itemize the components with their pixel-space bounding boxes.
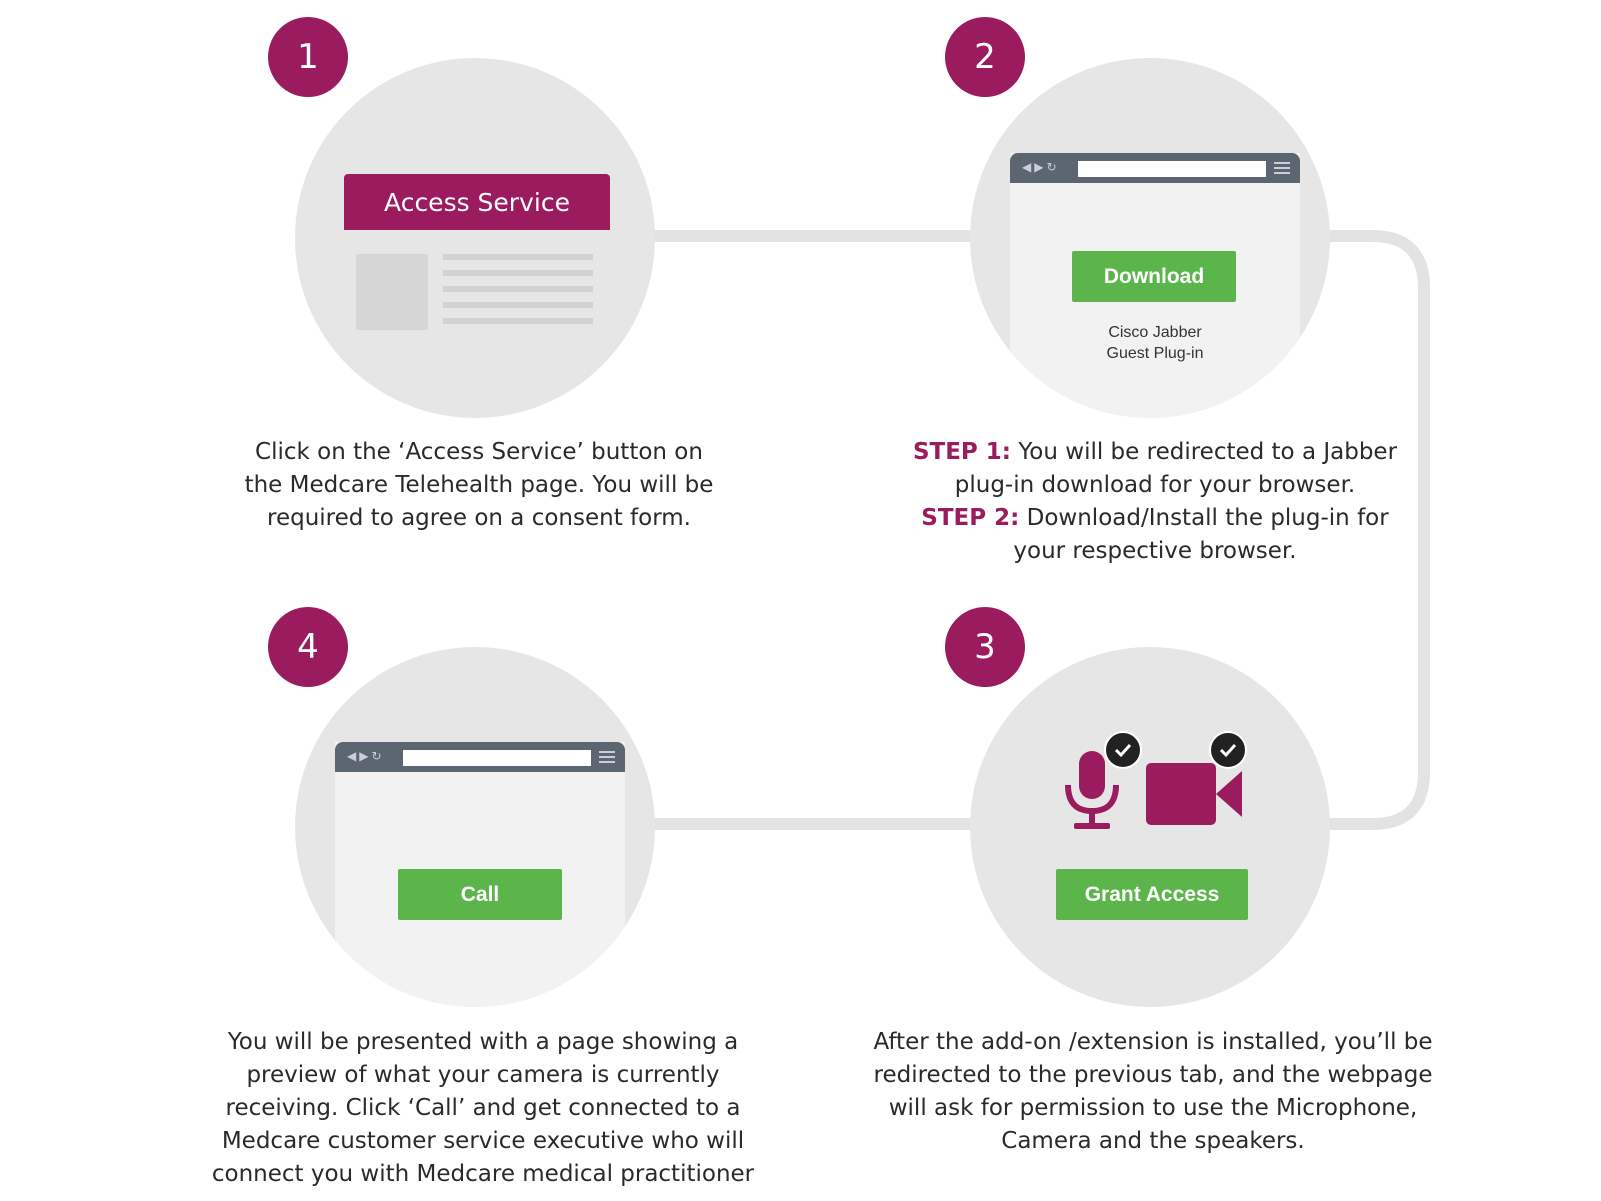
text-line-placeholder bbox=[443, 302, 593, 308]
step-4-circle: ◀▶↻ Call bbox=[295, 647, 655, 1007]
address-bar bbox=[1078, 161, 1266, 177]
text-line-placeholder bbox=[443, 270, 593, 276]
step-3-description: After the add-on /extension is installed… bbox=[873, 1029, 1433, 1154]
plugin-caption: Cisco Jabber Guest Plug-in bbox=[1055, 322, 1255, 364]
step-2-sub-2-text: Download/Install the plug-in for your re… bbox=[1013, 505, 1389, 564]
microphone-checkmark-icon bbox=[1104, 731, 1142, 769]
step-4-badge: 4 bbox=[268, 607, 348, 687]
step-4-description: You will be presented with a page showin… bbox=[211, 1029, 755, 1187]
browser-toolbar: ◀▶↻ bbox=[1010, 153, 1300, 183]
step-2-sub-2-label: STEP 2: bbox=[921, 505, 1020, 531]
text-line-placeholder bbox=[443, 318, 593, 324]
step-1-circle: Access Service bbox=[295, 58, 655, 418]
browser-nav-icons: ◀▶↻ bbox=[1022, 160, 1060, 174]
browser-toolbar: ◀▶↻ bbox=[335, 742, 625, 772]
step-2-sub-1-text: You will be redirected to a Jabber plug-… bbox=[954, 439, 1398, 498]
step-2-badge: 2 bbox=[945, 17, 1025, 97]
step-2-circle: ◀▶↻ Download Cisco Jabber Guest Plug-in bbox=[970, 58, 1330, 418]
step-3-circle: Grant Access bbox=[970, 647, 1330, 1007]
address-bar bbox=[403, 750, 591, 766]
microphone-icon bbox=[1065, 751, 1119, 829]
camera-checkmark-icon bbox=[1209, 731, 1247, 769]
step-1-badge: 1 bbox=[268, 17, 348, 97]
step-2-sub-1-label: STEP 1: bbox=[912, 439, 1011, 465]
plugin-caption-line-1: Cisco Jabber bbox=[1108, 324, 1202, 341]
step-3-badge: 3 bbox=[945, 607, 1025, 687]
browser-window: ◀▶↻ Download Cisco Jabber Guest Plug-in bbox=[1010, 153, 1300, 418]
step-2-description: STEP 1: You will be redirected to a Jabb… bbox=[895, 436, 1415, 568]
plugin-caption-line-2: Guest Plug-in bbox=[1106, 345, 1204, 362]
hamburger-menu-icon bbox=[1274, 162, 1290, 177]
grant-access-button[interactable]: Grant Access bbox=[1056, 869, 1248, 920]
video-camera-icon bbox=[1146, 763, 1242, 825]
thumbnail-placeholder bbox=[356, 254, 428, 330]
text-line-placeholder bbox=[443, 286, 593, 292]
hamburger-menu-icon bbox=[599, 751, 615, 766]
call-button[interactable]: Call bbox=[398, 869, 562, 920]
text-line-placeholder bbox=[443, 254, 593, 260]
step-1-description: Click on the ‘Access Service’ button on … bbox=[244, 439, 714, 531]
browser-window: ◀▶↻ Call bbox=[335, 742, 625, 1007]
browser-nav-icons: ◀▶↻ bbox=[347, 749, 385, 763]
access-service-button[interactable]: Access Service bbox=[344, 174, 610, 230]
download-button[interactable]: Download bbox=[1072, 251, 1236, 302]
